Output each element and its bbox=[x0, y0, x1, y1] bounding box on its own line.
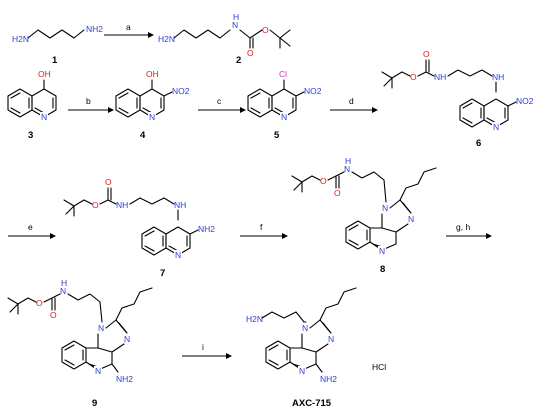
atom-n: N bbox=[408, 214, 414, 224]
reagent-f: f bbox=[260, 222, 263, 232]
compound-label-9: 9 bbox=[92, 398, 97, 409]
atom-nh: NH bbox=[434, 72, 446, 82]
atom-h2n: H2N bbox=[158, 34, 175, 44]
compound-7-structure: O O NH NH NH2 N bbox=[63, 177, 215, 260]
atom-no2: NO2 bbox=[172, 86, 190, 96]
axc-715-structure: H2N N N N NH2 HCl bbox=[246, 287, 386, 384]
atom-n: N bbox=[149, 112, 155, 122]
atom-n: N bbox=[232, 20, 238, 30]
hcl-salt: HCl bbox=[372, 362, 386, 372]
atom-nh: NH bbox=[116, 200, 128, 210]
atom-o: O bbox=[262, 25, 269, 35]
atom-no2: NO2 bbox=[304, 86, 322, 96]
compound-label-3: 3 bbox=[28, 130, 33, 141]
atom-n: N bbox=[95, 366, 101, 376]
compound-label-5: 5 bbox=[274, 130, 280, 141]
reagent-b: b bbox=[86, 96, 91, 106]
compound-9-structure: O O N H N N N NH2 bbox=[7, 278, 153, 384]
reagent-d: d bbox=[349, 96, 354, 106]
atom-o: O bbox=[423, 49, 430, 59]
reagent-c: c bbox=[217, 96, 222, 106]
compound-2-structure: H2N N H O O bbox=[158, 12, 291, 58]
atom-h: H bbox=[345, 156, 351, 166]
compound-label-8: 8 bbox=[380, 264, 385, 275]
compound-8-structure: O O N H N N N bbox=[291, 156, 437, 256]
atom-h2n: H2N bbox=[12, 34, 29, 44]
atom-n: N bbox=[41, 112, 47, 122]
compound-label-1: 1 bbox=[52, 55, 58, 66]
compound-1-structure: H2N NH2 bbox=[12, 24, 103, 44]
atom-n: N bbox=[493, 122, 499, 132]
atom-n: N bbox=[328, 334, 334, 344]
reagent-i: i bbox=[202, 342, 204, 352]
atom-o: O bbox=[410, 72, 417, 82]
atom-n: N bbox=[299, 366, 305, 376]
atom-o: O bbox=[105, 177, 112, 187]
reagent-e: e bbox=[28, 222, 33, 232]
atom-n: N bbox=[382, 203, 388, 213]
atom-no2: NO2 bbox=[516, 96, 534, 106]
atom-o: O bbox=[92, 200, 99, 210]
atom-nh: NH bbox=[174, 200, 186, 210]
compound-4-structure: OH NO2 N bbox=[115, 69, 190, 122]
atom-o: O bbox=[50, 310, 57, 320]
atom-nh2: NH2 bbox=[320, 374, 337, 384]
atom-n: N bbox=[281, 112, 287, 122]
atom-n: N bbox=[60, 286, 66, 296]
compound-label-7: 7 bbox=[160, 268, 165, 279]
atom-n: N bbox=[124, 334, 130, 344]
atom-n: N bbox=[98, 323, 104, 333]
atom-cl: Cl bbox=[279, 69, 287, 79]
compound-5-structure: Cl NO2 N bbox=[247, 69, 322, 122]
atom-oh: OH bbox=[146, 69, 159, 79]
atom-n: N bbox=[302, 323, 308, 333]
atom-h: H bbox=[233, 12, 239, 22]
atom-o: O bbox=[247, 48, 254, 58]
atom-n: N bbox=[379, 246, 385, 256]
compound-label-2: 2 bbox=[236, 55, 241, 66]
atom-nh2: NH2 bbox=[116, 374, 133, 384]
atom-nh2: NH2 bbox=[86, 24, 103, 34]
reagent-a: a bbox=[126, 22, 131, 32]
atom-oh: OH bbox=[38, 69, 51, 79]
compound-label-axc-715: AXC-715 bbox=[292, 398, 332, 409]
atom-n: N bbox=[344, 164, 350, 174]
atom-nh: NH bbox=[492, 72, 504, 82]
atom-h2n: H2N bbox=[246, 314, 263, 324]
atom-o: O bbox=[334, 188, 341, 198]
compound-label-6: 6 bbox=[476, 138, 481, 149]
atom-o: O bbox=[320, 176, 327, 186]
compound-3-structure: OH N bbox=[7, 69, 57, 122]
atom-nh2: NH2 bbox=[198, 224, 215, 234]
compound-6-structure: O O NH NH NO2 N bbox=[381, 49, 534, 132]
atom-n: N bbox=[175, 250, 181, 260]
atom-o: O bbox=[36, 298, 43, 308]
atom-h: H bbox=[61, 278, 67, 288]
compound-label-4: 4 bbox=[140, 130, 146, 141]
reagent-gh: g, h bbox=[456, 222, 470, 232]
